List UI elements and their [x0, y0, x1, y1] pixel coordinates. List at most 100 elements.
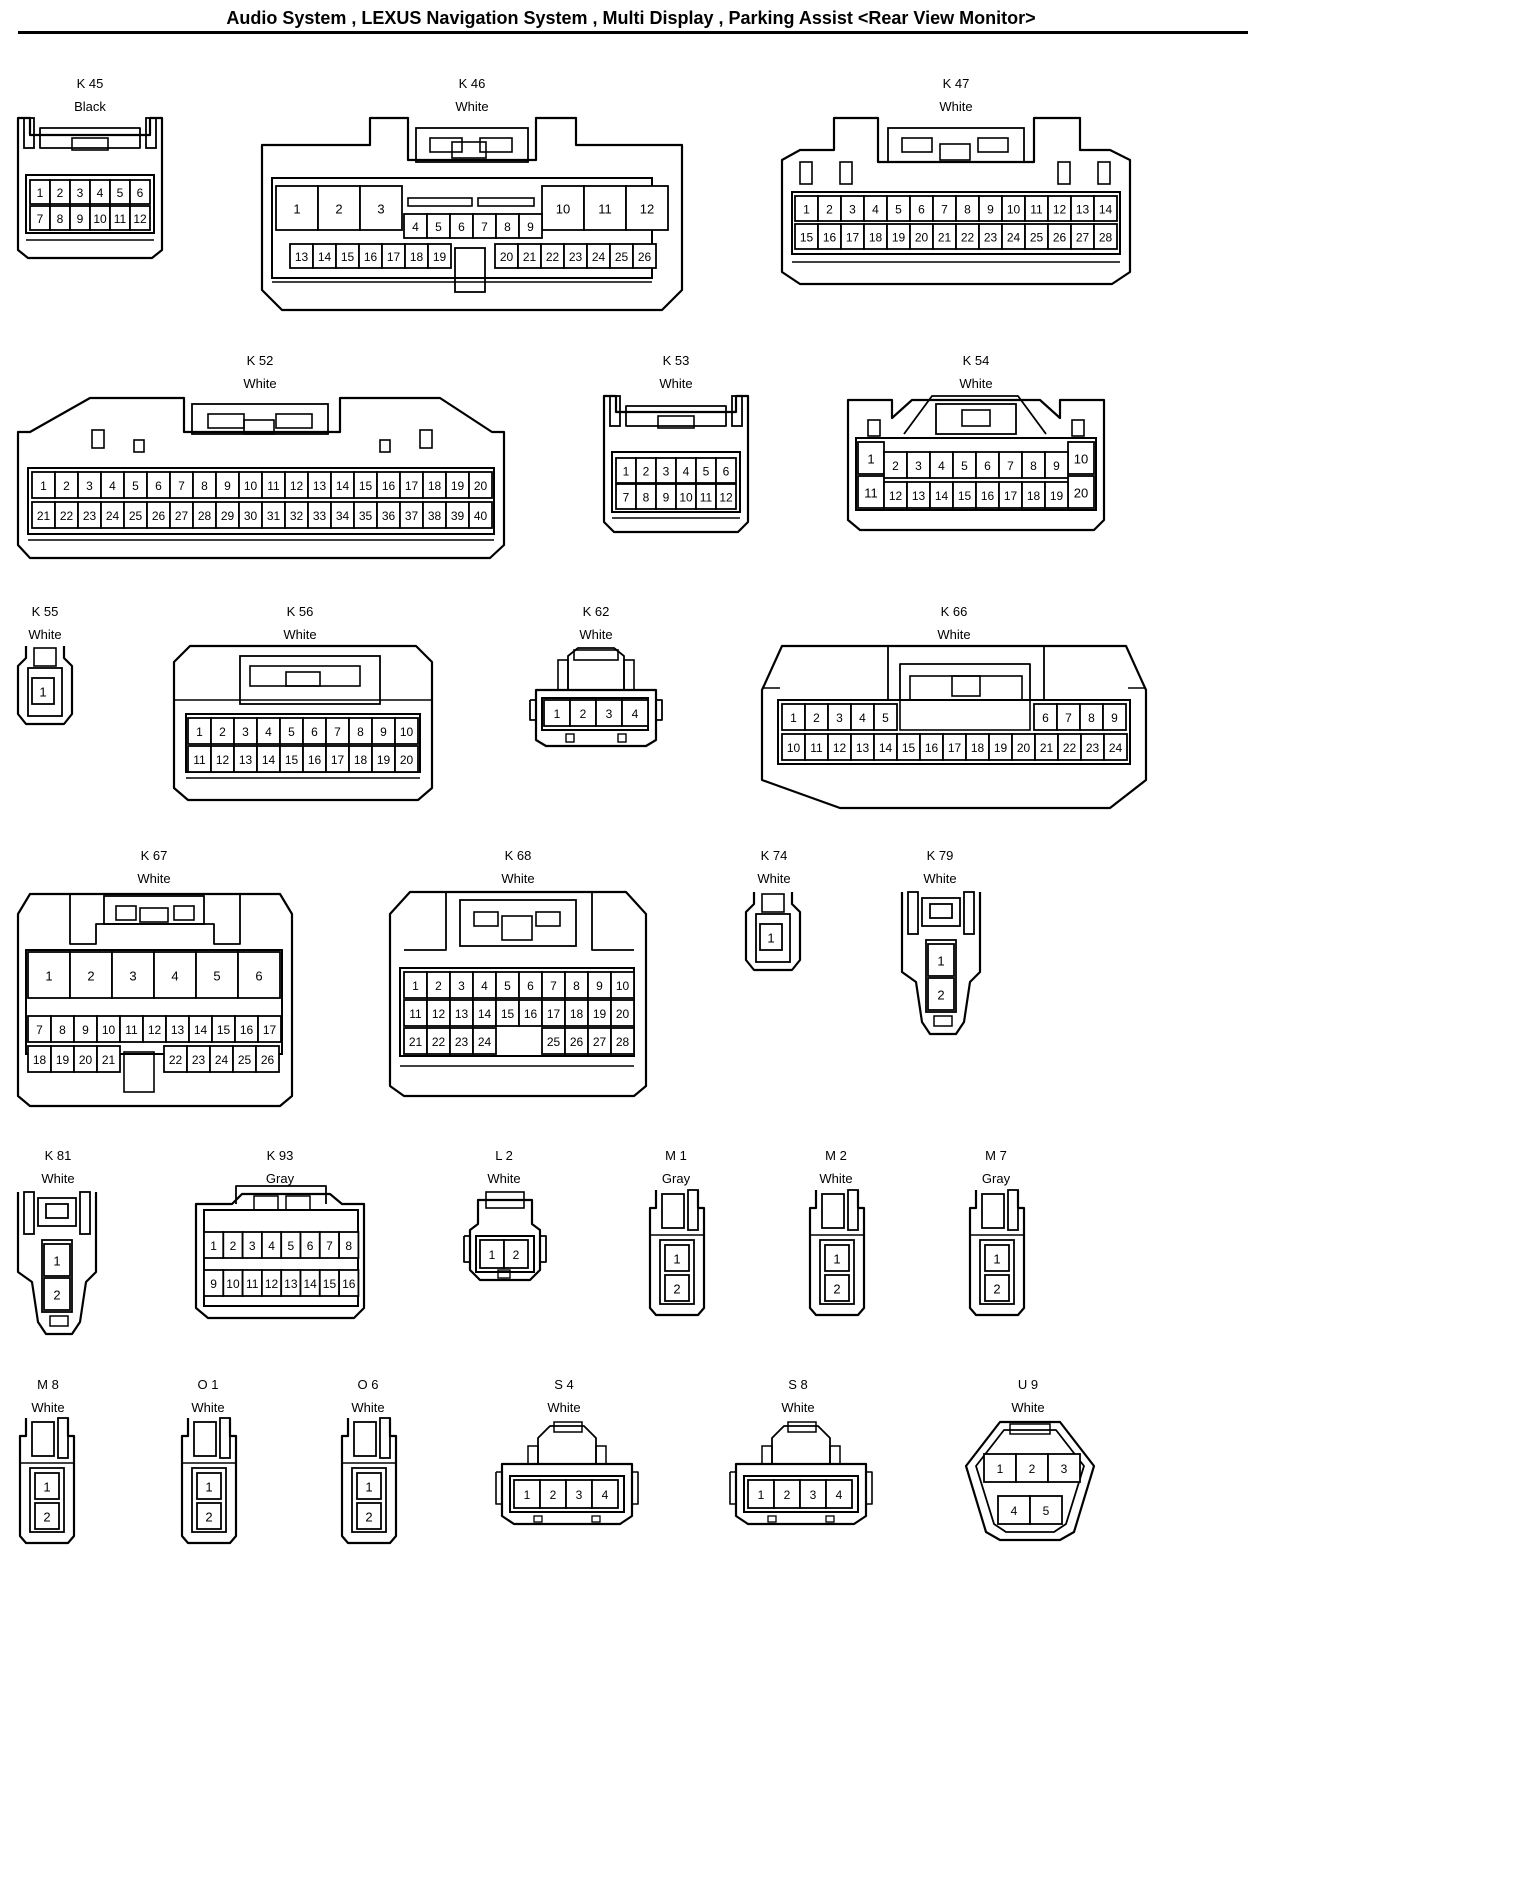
pin-number: 9: [1053, 459, 1060, 473]
connector-color: White: [501, 871, 534, 886]
pin-number: 4: [265, 725, 272, 739]
pin-number: 9: [380, 725, 387, 739]
pin-number: 2: [63, 479, 70, 493]
pin-number: 12: [133, 212, 147, 226]
pin-cell: [338, 1231, 360, 1259]
connector-part: [207, 413, 245, 429]
pin-cell: [873, 703, 898, 731]
pin-number: 14: [318, 250, 332, 264]
pin-number: 22: [546, 250, 560, 264]
connector-part: [379, 439, 391, 453]
pin-number: 2: [43, 1510, 50, 1525]
pin-number: 4: [836, 1488, 843, 1502]
connector-part: [553, 1421, 583, 1433]
connector-part: [243, 419, 275, 435]
pin-number: 24: [215, 1053, 229, 1067]
pin-cell: [196, 1472, 222, 1500]
connector-color: White: [939, 99, 972, 114]
connector-outline: [602, 394, 750, 534]
pin-number: 3: [849, 203, 856, 217]
connector-part: [275, 413, 313, 429]
pin-number: 2: [87, 969, 94, 984]
connector-outline: [69, 894, 241, 945]
pin-number: 10: [226, 1277, 240, 1291]
connector-outline: [16, 646, 74, 726]
pin-number: 16: [240, 1023, 254, 1037]
pin-number: 18: [428, 479, 442, 493]
pin-number: 20: [500, 250, 514, 264]
connector-part: [901, 137, 933, 153]
pin-cell: [621, 699, 649, 727]
pin-cell: [27, 951, 71, 999]
connector-part: [611, 451, 741, 513]
pin-number: 17: [405, 479, 419, 493]
connector-part: [573, 649, 619, 661]
pin-number: 4: [109, 479, 116, 493]
connector-id: L 2: [495, 1148, 513, 1163]
connector-part: [419, 429, 433, 449]
pin-number: 7: [178, 479, 185, 493]
connector-part: [1009, 1423, 1051, 1435]
pin-number: 3: [458, 979, 465, 993]
connector-part: [939, 143, 971, 161]
connector-part: [907, 891, 919, 935]
pin-number: 28: [616, 1035, 630, 1049]
connector-color: White: [28, 627, 61, 642]
pin-number: 26: [152, 509, 166, 523]
connector-color: White: [487, 1171, 520, 1186]
pin-number: 5: [132, 479, 139, 493]
pin-number: 1: [554, 707, 561, 721]
connector-id: K 68: [505, 848, 532, 863]
connector-outline: [529, 699, 663, 721]
pin-number: 3: [836, 711, 843, 725]
pin-cell: [317, 185, 361, 231]
pin-number: 21: [1040, 741, 1054, 755]
pin-number: 1: [196, 725, 203, 739]
connector-part: [454, 247, 486, 293]
connector-part: [379, 1417, 391, 1459]
pin-number: 25: [238, 1053, 252, 1067]
pin-number: 2: [580, 707, 587, 721]
pin-number: 2: [813, 711, 820, 725]
pin-number: 5: [435, 220, 442, 234]
pin-number: 1: [673, 1252, 680, 1267]
pin-cell: [394, 717, 419, 745]
pin-number: 8: [59, 1023, 66, 1037]
pin-number: 1: [43, 1480, 50, 1495]
pin-number: 6: [918, 203, 925, 217]
pin-cell: [1015, 1453, 1049, 1483]
connector-color: Black: [74, 99, 106, 114]
pin-number: 9: [210, 1277, 217, 1291]
pin-number: 8: [643, 491, 650, 505]
connector-part: [23, 1191, 35, 1235]
pin-number: 13: [912, 489, 926, 503]
pin-number: 4: [683, 465, 690, 479]
pin-number: 10: [679, 491, 693, 505]
pin-cell: [591, 1479, 619, 1509]
pin-number: 36: [382, 509, 396, 523]
connector-part: [1097, 161, 1111, 185]
pin-cell: [759, 923, 783, 951]
pin-number: 1: [867, 452, 874, 467]
connector-id: O 6: [358, 1377, 379, 1392]
connector-part: [509, 1475, 625, 1513]
pin-number: 3: [1061, 1462, 1068, 1476]
connector-outline: [964, 1420, 1096, 1542]
pin-number: 3: [606, 707, 613, 721]
pin-number: 2: [784, 1488, 791, 1502]
pin-number: 14: [879, 741, 893, 755]
pin-number: 8: [573, 979, 580, 993]
connector-outline: [18, 1418, 76, 1545]
connector-part: [535, 911, 561, 927]
connector-part: [501, 915, 533, 941]
pin-number: 11: [700, 491, 713, 505]
connector-outline: [404, 892, 634, 951]
pin-number: 8: [357, 725, 364, 739]
pin-number: 2: [673, 1282, 680, 1297]
pin-number: 22: [60, 509, 74, 523]
